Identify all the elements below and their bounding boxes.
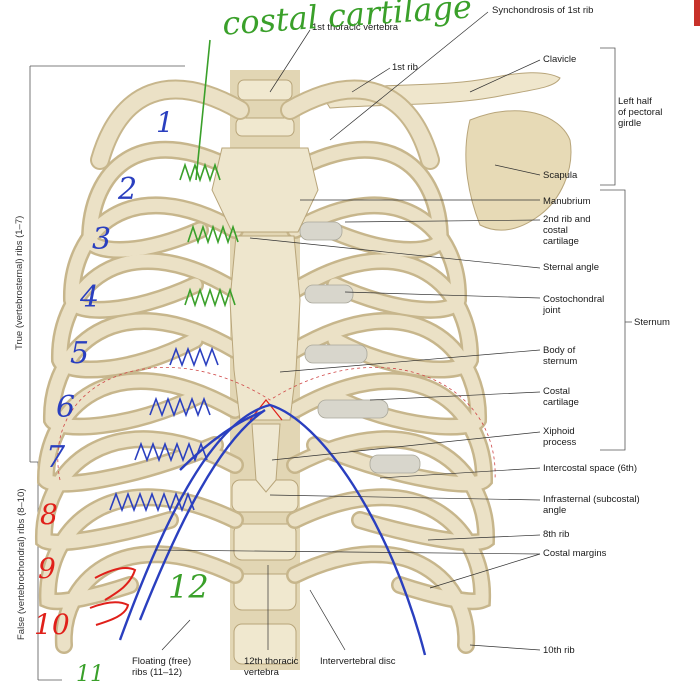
- label-sternum: Sternum: [634, 317, 670, 328]
- handwritten-rib-7: 7: [46, 440, 66, 475]
- label-intervertebral-disc: Intervertebral disc: [320, 656, 396, 667]
- guide-circle: [57, 366, 496, 481]
- label-manubrium: Manubrium: [543, 196, 591, 207]
- label-synchondrosis: Synchondrosis of 1st rib: [492, 5, 594, 16]
- handwritten-rib-12: 12: [168, 568, 209, 606]
- costal-cartilages: [299, 221, 421, 474]
- blue-squiggles: [109, 346, 219, 513]
- label-floating-ribs: Floating (free) ribs (11–12): [132, 656, 192, 678]
- green-squiggles: [179, 39, 239, 308]
- leader-lines: [154, 11, 541, 651]
- label-first-rib: 1st rib: [392, 62, 418, 73]
- label-infrasternal-angle: Infrasternal (subcostal) angle: [543, 494, 640, 516]
- label-costal-cartilage: Costal cartilage: [543, 386, 579, 408]
- handwritten-rib-2: 2: [118, 172, 138, 207]
- right-brackets: [600, 47, 632, 451]
- label-costal-margins: Costal margins: [543, 548, 607, 559]
- label-true-ribs: True (vertebrosternal) ribs (1–7): [14, 215, 25, 350]
- label-first-thoracic-vertebra: 1st thoracic vertebra: [312, 22, 399, 33]
- rib-group-brackets: [29, 65, 185, 681]
- handwritten-rib-9: 9: [38, 552, 56, 585]
- label-body-of-sternum: Body of sternum: [543, 345, 578, 367]
- handwritten-rib-5: 5: [70, 336, 90, 371]
- label-xiphoid-process: Xiphoid process: [543, 426, 577, 448]
- blue-costal-margin-lines: [118, 403, 427, 656]
- infrasternal-angle-mark: [249, 399, 283, 421]
- label-left-half-pectoral-girdle: Left half of pectoral girdle: [618, 96, 663, 129]
- handwritten-rib-10: 10: [34, 608, 70, 641]
- xiphoid-shape: [251, 423, 281, 493]
- label-clavicle: Clavicle: [543, 54, 577, 65]
- label-scapula: Scapula: [543, 170, 578, 181]
- red-squiggles: [89, 567, 137, 626]
- handwritten-rib-1: 1: [156, 106, 174, 139]
- label-costochondral-joint: Costochondral joint: [543, 294, 605, 316]
- label-sternal-angle: Sternal angle: [543, 262, 599, 273]
- label-second-rib: 2nd rib and costal cartilage: [543, 214, 591, 247]
- handwritten-rib-4: 4: [80, 280, 100, 315]
- handwritten-rib-11: 11: [76, 662, 104, 687]
- label-eighth-rib: 8th rib: [543, 529, 570, 540]
- label-intercostal-space: Intercostal space (6th): [543, 463, 637, 474]
- label-tenth-rib: 10th rib: [543, 645, 575, 656]
- sternum-body-shape: [229, 235, 301, 421]
- handwritten-rib-6: 6: [56, 390, 76, 425]
- handwritten-rib-8: 8: [40, 498, 58, 531]
- handwritten-rib-3: 3: [92, 222, 112, 257]
- label-false-ribs: False (vertebrochondral) ribs (8–10): [16, 488, 27, 640]
- manubrium-shape: [211, 147, 319, 233]
- sternum: [211, 147, 319, 493]
- edge-marker: [694, 0, 700, 26]
- label-twelfth-thoracic-vertebra: 12th thoracic vertebra: [244, 656, 299, 678]
